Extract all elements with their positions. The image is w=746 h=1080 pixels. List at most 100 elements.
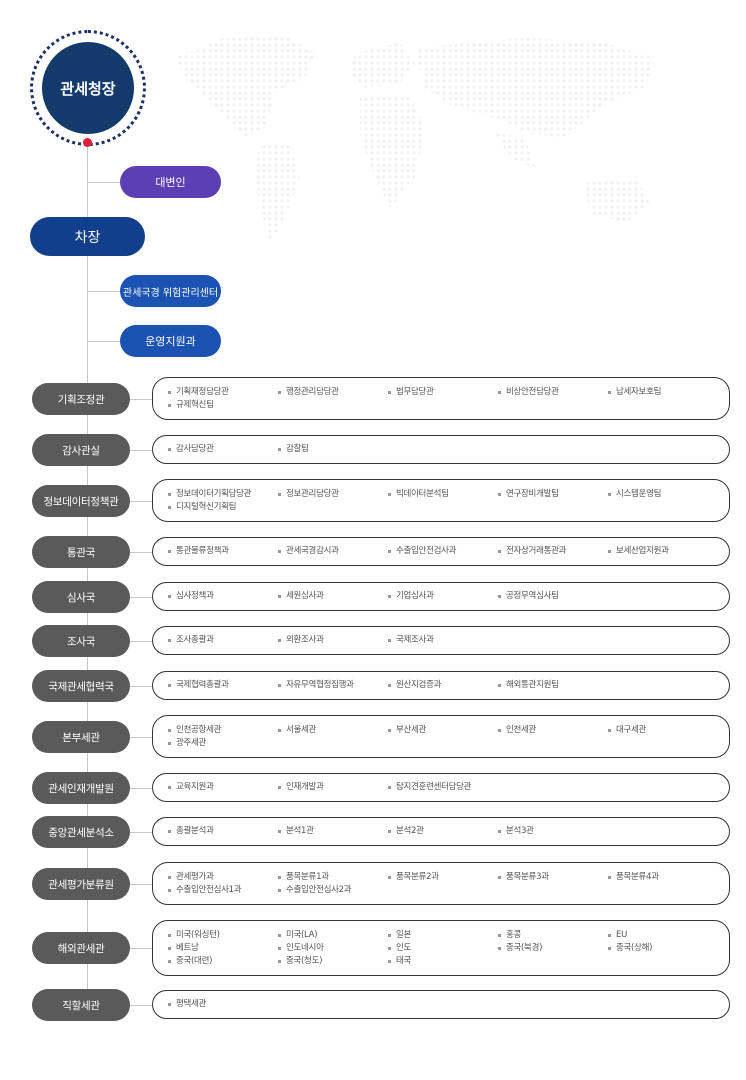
unit-item[interactable]: 베트남 [168,943,278,954]
unit-item[interactable]: 인재개발과 [278,782,388,793]
unit-item[interactable]: 감사담당관 [168,444,278,455]
unit-item[interactable]: 자유무역협정집행과 [278,680,388,691]
unit-item[interactable]: 수출입안전심사1과 [168,885,278,896]
unit-item[interactable]: 국제조사과 [388,635,498,646]
unit-item[interactable]: 관세국경감시과 [278,546,388,557]
support-division-node[interactable]: 운영지원과 [120,325,221,357]
department-node[interactable]: 통관국 [32,536,130,568]
spokesperson-node[interactable]: 대변인 [120,166,221,198]
unit-label: 국제조사과 [396,635,434,645]
unit-item[interactable]: 품목분류3과 [498,872,608,883]
commissioner-node[interactable]: 관세청장 [30,30,146,146]
unit-item[interactable]: 비상안전담당관 [498,387,608,398]
unit-item[interactable]: 정보데이터기획담당관 [168,489,278,500]
unit-item[interactable]: 중국(대련) [168,956,278,967]
department-node[interactable]: 본부세관 [32,721,130,753]
unit-item[interactable]: 통관물류정책과 [168,546,278,557]
unit-item[interactable]: 전자상거래통관과 [498,546,608,557]
unit-item[interactable]: 디지털혁신기획팀 [168,502,278,513]
unit-item[interactable]: 태국 [388,956,498,967]
unit-item[interactable]: 감찰팀 [278,444,388,455]
unit-item[interactable]: 일본 [388,930,498,941]
unit-item[interactable]: 보세산업지원과 [608,546,718,557]
unit-item[interactable]: 서울세관 [278,725,388,736]
unit-item[interactable]: 품목분류2과 [388,872,498,883]
unit-item[interactable]: 평택세관 [168,999,278,1010]
bullet-icon [168,786,171,789]
unit-item[interactable]: EU [608,930,718,941]
unit-label: 세원심사과 [286,591,324,601]
unit-item[interactable]: 교육지원과 [168,782,278,793]
unit-item[interactable]: 시스템운영팀 [608,489,718,500]
unit-label: 탐지견훈련센터담당관 [396,782,472,792]
department-node[interactable]: 직할세관 [32,989,130,1021]
bullet-icon [388,550,391,553]
unit-item[interactable]: 기업심사과 [388,591,498,602]
unit-item[interactable]: 분석3관 [498,826,608,837]
unit-item[interactable]: 대구세관 [608,725,718,736]
department-node[interactable]: 심사국 [32,581,130,613]
unit-item[interactable]: 행정관리담당관 [278,387,388,398]
unit-item[interactable]: 원산지검증과 [388,680,498,691]
unit-item[interactable]: 연구장비개발팀 [498,489,608,500]
unit-item[interactable]: 품목분류4과 [608,872,718,883]
department-node[interactable]: 관세평가분류원 [32,868,130,900]
risk-management-center-node[interactable]: 관세국경 위험관리센터 [120,275,221,307]
world-map-background [175,36,655,243]
unit-item[interactable]: 규제혁신팀 [168,400,278,411]
unit-item[interactable]: 분석1관 [278,826,388,837]
unit-item[interactable]: 중국(상해) [608,943,718,954]
department-node[interactable]: 정보데이터정책관 [32,485,130,517]
unit-item[interactable]: 인천공항세관 [168,725,278,736]
unit-item[interactable]: 인도네시아 [278,943,388,954]
unit-item[interactable]: 정보관리담당관 [278,489,388,500]
department-connector [130,884,152,885]
unit-item[interactable]: 홍콩 [498,930,608,941]
unit-item[interactable]: 인도 [388,943,498,954]
bullet-icon [168,741,171,745]
unit-item[interactable]: 공정무역심사팀 [498,591,608,602]
department-node[interactable]: 조사국 [32,625,130,657]
unit-label: 전자상거래통관과 [506,546,567,556]
bullet-icon [168,505,171,509]
unit-item[interactable]: 관세평가과 [168,872,278,883]
unit-item[interactable]: 국제협력총괄과 [168,680,278,691]
bullet-icon [278,959,281,963]
department-node[interactable]: 감사관실 [32,434,130,466]
unit-item[interactable]: 인천세관 [498,725,608,736]
unit-item[interactable]: 기획재정담당관 [168,387,278,398]
unit-label: 부산세관 [396,724,427,735]
unit-item[interactable]: 납세자보호팀 [608,387,718,398]
unit-item[interactable]: 수출입안전검사과 [388,546,498,557]
unit-item[interactable]: 조사총괄과 [168,635,278,646]
unit-item[interactable]: 빅데이터분석팀 [388,489,498,500]
unit-item[interactable]: 미국(워싱턴) [168,930,278,941]
unit-item[interactable]: 광주세관 [168,738,278,749]
bullet-icon [278,684,281,687]
department-node[interactable]: 중앙관세분석소 [32,816,130,848]
unit-item[interactable]: 심사정책과 [168,591,278,602]
department-node[interactable]: 해외관세관 [32,932,130,964]
unit-item[interactable]: 수출입안전심사2과 [278,885,388,896]
department-connector [130,641,152,642]
unit-item[interactable]: 분석2관 [388,826,498,837]
bullet-icon [608,875,611,879]
department-node[interactable]: 기획조정관 [32,383,130,415]
unit-item[interactable]: 법무담당관 [388,387,498,398]
unit-item[interactable]: 해외통관지원팀 [498,680,608,691]
deputy-node[interactable]: 차장 [30,217,145,256]
department-node[interactable]: 관세인재개발원 [32,772,130,804]
unit-label: 수출입안전검사과 [396,546,457,556]
department-node[interactable]: 국제관세협력국 [32,670,130,702]
unit-item[interactable]: 품목분류1과 [278,872,388,883]
bullet-icon [388,595,391,598]
unit-item[interactable]: 미국(LA) [278,930,388,941]
unit-item[interactable]: 세원심사과 [278,591,388,602]
unit-item[interactable]: 외환조사과 [278,635,388,646]
unit-item[interactable]: 탐지견훈련센터담당관 [388,782,498,793]
unit-item[interactable]: 부산세관 [388,725,498,736]
unit-item[interactable]: 총괄분석과 [168,826,278,837]
unit-item[interactable]: 중국(청도) [278,956,388,967]
unit-item[interactable]: 중국(북경) [498,943,608,954]
